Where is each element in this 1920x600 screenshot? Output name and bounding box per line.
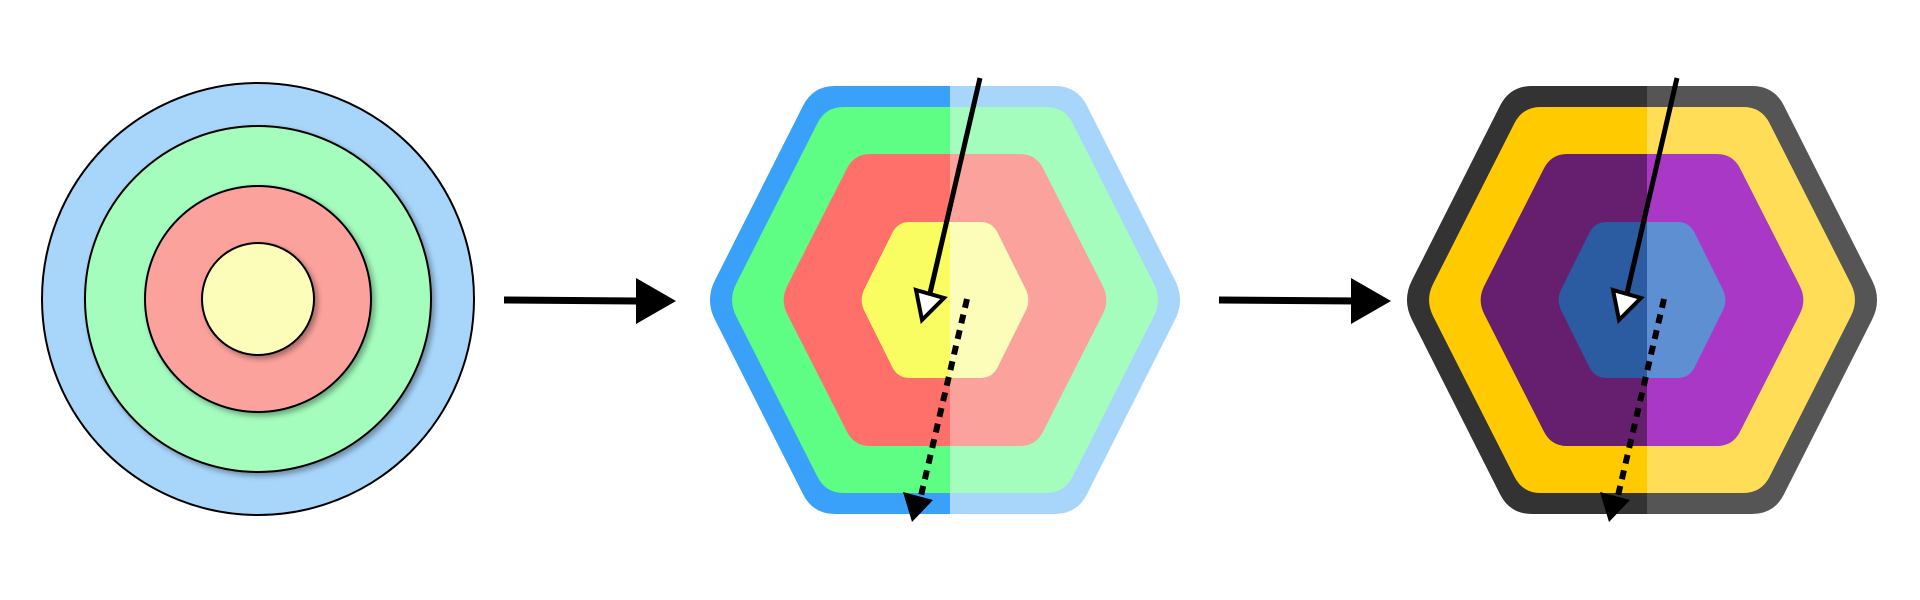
hex2-layer-inner-left xyxy=(1558,222,1647,378)
hexagon-colored xyxy=(709,77,1181,522)
transition-arrow-2 xyxy=(1218,278,1391,324)
incident-ray-1-head xyxy=(913,287,948,325)
refracted-ray-2-head xyxy=(1600,492,1630,522)
concentric-circles xyxy=(41,82,475,516)
hex1-layer-inner-right xyxy=(950,222,1029,378)
hex1-layer-inner-left xyxy=(861,222,950,378)
transition-arrow-2-shaft xyxy=(1218,296,1358,305)
refracted-ray-1 xyxy=(917,298,970,501)
transition-arrow-2-head xyxy=(1351,278,1391,324)
transition-arrow-1-shaft xyxy=(503,296,643,305)
incident-ray-2 xyxy=(1622,77,1680,303)
transition-arrow-1-head xyxy=(636,278,676,324)
refracted-ray-2 xyxy=(1614,298,1667,501)
incident-ray-2-head xyxy=(1610,287,1645,325)
hexagon-dark xyxy=(1406,77,1878,522)
hex2-layer-inner-right xyxy=(1647,222,1726,378)
circle-ring-inner xyxy=(201,242,315,356)
incident-ray-1 xyxy=(925,77,983,303)
refracted-ray-1-head xyxy=(903,492,933,522)
transition-arrow-1 xyxy=(503,278,676,324)
